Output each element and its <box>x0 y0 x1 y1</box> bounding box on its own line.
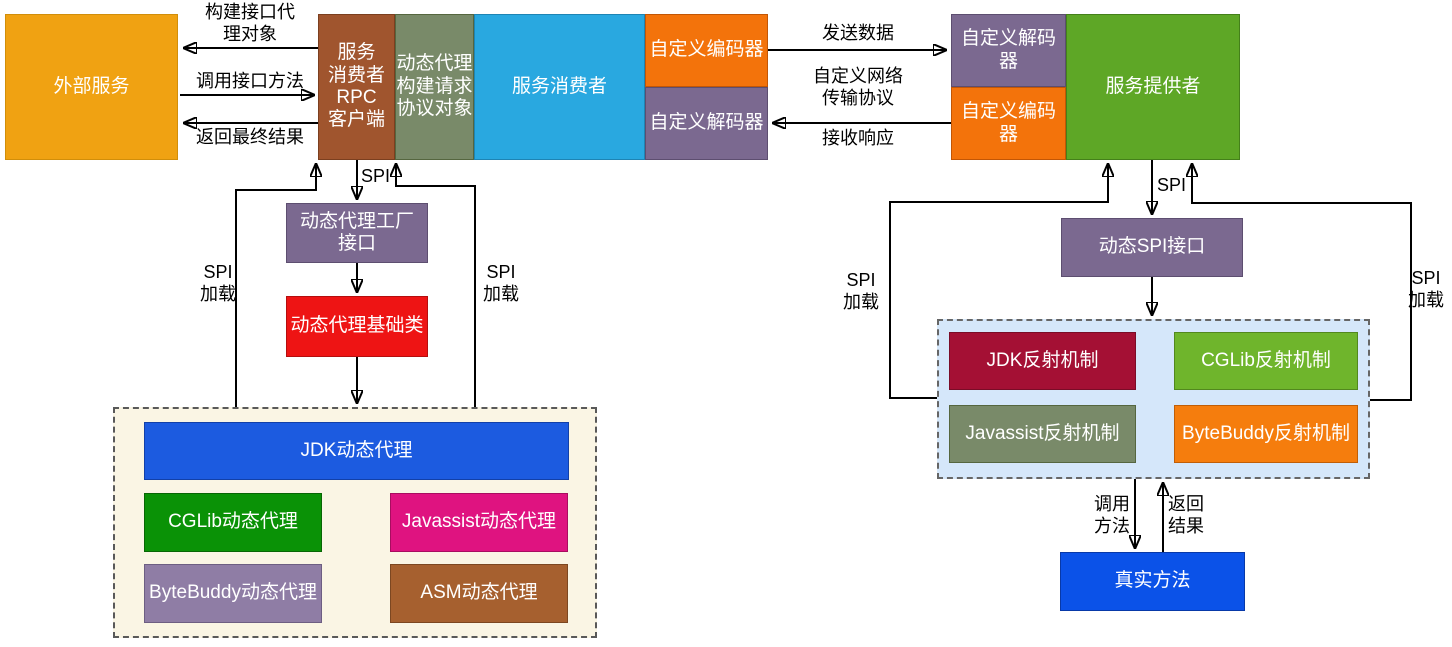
javassist-reflection-box: Javassist反射机制 <box>949 405 1136 463</box>
label-receive-response: 接收响应 <box>822 128 894 148</box>
arrow-spi-load-right-consumer <box>396 164 476 407</box>
real-method-box: 真实方法 <box>1060 552 1245 611</box>
consumer-encoder-box: 自定义编码器 <box>645 14 768 87</box>
service-consumer-box: 服务消费者 <box>474 14 645 160</box>
jdk-dynamic-proxy-box: JDK动态代理 <box>144 422 569 480</box>
proxy-factory-interface-box: 动态代理工厂 接口 <box>286 203 428 263</box>
javassist-dynamic-proxy-box: Javassist动态代理 <box>390 493 568 552</box>
label-spi-load-left-provider: SPI 加载 <box>843 270 879 312</box>
service-provider-box: 服务提供者 <box>1066 14 1240 160</box>
cglib-dynamic-proxy-box: CGLib动态代理 <box>144 493 322 552</box>
label-spi-load-right-provider: SPI 加载 <box>1408 268 1444 310</box>
label-call-interface-method: 调用接口方法 <box>196 71 304 91</box>
asm-dynamic-proxy-box: ASM动态代理 <box>390 564 568 623</box>
label-spi-load-right-consumer: SPI 加载 <box>483 262 519 304</box>
rpc-client-box: 服务 消费者 RPC 客户端 <box>318 14 395 160</box>
bytebuddy-dynamic-proxy-box: ByteBuddy动态代理 <box>144 564 322 623</box>
consumer-decoder-box: 自定义解码器 <box>645 87 768 160</box>
external-service-box: 外部服务 <box>5 14 178 160</box>
label-custom-network-protocol: 自定义网络 传输协议 <box>813 66 903 108</box>
label-return-final-result: 返回最终结果 <box>196 127 304 147</box>
provider-decoder-box: 自定义解码器 <box>951 14 1066 87</box>
label-spi-load-left-consumer: SPI 加载 <box>200 262 236 304</box>
label-spi-consumer: SPI <box>361 166 391 186</box>
dynamic-spi-interface-box: 动态SPI接口 <box>1061 218 1243 277</box>
cglib-reflection-box: CGLib反射机制 <box>1174 332 1358 390</box>
proxy-request-builder-box: 动态代理 构建请求 协议对象 <box>395 14 474 160</box>
label-invoke-method: 调用 方法 <box>1094 494 1130 536</box>
proxy-base-class-box: 动态代理基础类 <box>286 296 428 357</box>
bytebuddy-reflection-box: ByteBuddy反射机制 <box>1174 405 1358 463</box>
label-build-interface-proxy: 构建接口代 理对象 <box>205 2 295 44</box>
label-send-data: 发送数据 <box>822 23 894 43</box>
provider-encoder-box: 自定义编码器 <box>951 87 1066 160</box>
label-spi-provider: SPI <box>1157 175 1187 195</box>
jdk-reflection-box: JDK反射机制 <box>949 332 1136 390</box>
label-return-result: 返回 结果 <box>1168 494 1204 536</box>
